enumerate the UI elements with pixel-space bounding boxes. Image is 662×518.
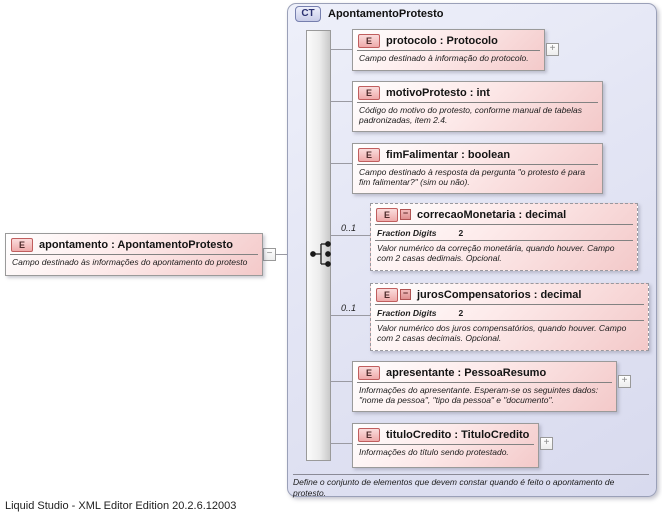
facet-row: Fraction Digits 2	[371, 225, 637, 240]
element-header: E tituloCredito : TituloCredito	[353, 424, 538, 444]
connector-correcaomonetaria	[330, 235, 370, 236]
element-protocolo[interactable]: E protocolo : Protocolo Campo destinado …	[352, 29, 545, 71]
facet-value: 2	[458, 228, 464, 238]
expand-toggle-protocolo[interactable]: +	[546, 43, 559, 56]
element-icon: E	[358, 85, 380, 100]
element-description: Campo destinado à informação do protocol…	[359, 53, 529, 63]
element-description: Valor numérico da correção monetária, qu…	[377, 243, 615, 264]
element-title: apontamento : ApontamentoProtesto	[39, 238, 233, 251]
element-icon: E	[11, 237, 33, 252]
element-icon: E	[358, 147, 380, 162]
element-header: E fimFalimentar : boolean	[353, 144, 602, 164]
element-title: protocolo : Protocolo	[386, 34, 498, 47]
element-description: Informações do apresentante. Esperam-se …	[359, 385, 599, 406]
divider	[375, 240, 633, 241]
divider	[357, 382, 612, 383]
connector-apresentante	[330, 381, 352, 382]
complex-type-icon: CT	[295, 6, 321, 22]
connector-titulocredito	[330, 443, 352, 444]
divider	[10, 254, 258, 255]
connector-protocolo	[330, 49, 352, 50]
complex-type-header: CT ApontamentoProtesto	[295, 6, 444, 22]
divider	[357, 50, 540, 51]
optional-element-icon: −	[400, 289, 411, 300]
element-apresentante[interactable]: E apresentante : PessoaResumo Informaçõe…	[352, 361, 617, 412]
element-header: E − jurosCompensatorios : decimal	[371, 284, 648, 304]
element-description: Valor numérico dos juros compensatórios,…	[377, 323, 627, 344]
facet-value: 2	[458, 308, 464, 318]
element-title: motivoProtesto : int	[386, 86, 490, 99]
element-icon: E	[358, 33, 380, 48]
facet-label: Fraction Digits	[377, 228, 437, 238]
element-icon: E	[358, 427, 380, 442]
multiplicity-correcaomonetaria: 0..1	[341, 223, 357, 233]
element-description: Código do motivo do protesto, conforme m…	[359, 105, 583, 126]
element-title: fimFalimentar : boolean	[386, 148, 511, 161]
divider	[293, 474, 649, 475]
element-icon: E	[358, 365, 380, 380]
element-header: E motivoProtesto : int	[353, 82, 602, 102]
element-motivoprotesto[interactable]: E motivoProtesto : int Código do motivo …	[352, 81, 603, 132]
element-header: E protocolo : Protocolo	[353, 30, 544, 50]
element-description: Campo destinado à resposta da pergunta "…	[359, 167, 586, 188]
element-titulocredito[interactable]: E tituloCredito : TituloCredito Informaç…	[352, 423, 539, 468]
element-title: apresentante : PessoaResumo	[386, 366, 547, 379]
complex-type-annotation: Define o conjunto de elementos que devem…	[293, 477, 615, 498]
element-apontamento[interactable]: E apontamento : ApontamentoProtesto Camp…	[5, 233, 263, 276]
divider	[357, 164, 598, 165]
sequence-icon	[308, 239, 336, 272]
divider	[357, 444, 534, 445]
expand-toggle-apresentante[interactable]: +	[618, 375, 631, 388]
element-header: E apontamento : ApontamentoProtesto	[6, 234, 262, 254]
element-title: correcaoMonetaria : decimal	[417, 208, 567, 221]
element-icon: E	[376, 287, 398, 302]
element-fimfalimentar[interactable]: E fimFalimentar : boolean Campo destinad…	[352, 143, 603, 194]
multiplicity-juroscompensatorios: 0..1	[341, 303, 357, 313]
facet-label: Fraction Digits	[377, 308, 437, 318]
app-version-label: Liquid Studio - XML Editor Edition 20.2.…	[5, 500, 237, 512]
element-juroscompensatorios[interactable]: E − jurosCompensatorios : decimal Fracti…	[370, 283, 649, 351]
element-header: E − correcaoMonetaria : decimal	[371, 204, 637, 224]
element-header: E apresentante : PessoaResumo	[353, 362, 616, 382]
sequence-bar	[306, 30, 331, 461]
element-icon: E	[376, 207, 398, 222]
divider	[357, 102, 598, 103]
facet-row: Fraction Digits 2	[371, 305, 648, 320]
connector-fimfalimentar	[330, 163, 352, 164]
element-title: jurosCompensatorios : decimal	[417, 288, 582, 301]
collapse-toggle-root[interactable]: −	[263, 248, 276, 261]
divider	[375, 304, 644, 305]
expand-toggle-titulocredito[interactable]: +	[540, 437, 553, 450]
connector-motivoprotesto	[330, 101, 352, 102]
element-description: Informações do título sendo protestado.	[359, 447, 509, 457]
divider	[375, 320, 644, 321]
element-title: tituloCredito : TituloCredito	[386, 428, 530, 441]
divider	[375, 224, 633, 225]
element-description: Campo destinado às informações do aponta…	[12, 257, 248, 267]
element-correcaomonetaria[interactable]: E − correcaoMonetaria : decimal Fraction…	[370, 203, 638, 271]
optional-element-icon: −	[400, 209, 411, 220]
connector-juroscompensatorios	[330, 315, 370, 316]
complex-type-title: ApontamentoProtesto	[328, 8, 444, 20]
